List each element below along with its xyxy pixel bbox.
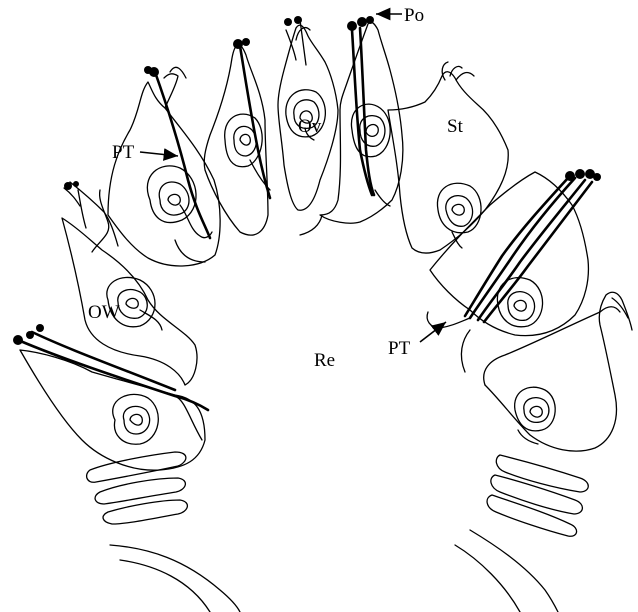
label-pt-left: PT: [112, 142, 178, 163]
bracts-right: [455, 455, 588, 612]
bracts-left: [87, 452, 240, 612]
ow-label: OW: [88, 302, 120, 323]
floret-right-lower: [484, 292, 632, 451]
floret-right: [427, 169, 601, 372]
ov-label: Ov: [298, 116, 322, 137]
po-label: Po: [404, 5, 424, 26]
floret-left-lower: [13, 324, 208, 470]
st-label: St: [447, 116, 464, 137]
label-po: Po: [376, 5, 424, 26]
floret-upper-right: [388, 62, 508, 253]
floret-top-center: [278, 16, 338, 210]
floret-top-left: [204, 38, 270, 235]
pt-left-arrow: [140, 152, 178, 156]
re-label: Re: [314, 350, 335, 371]
pt-left-label: PT: [112, 142, 135, 163]
floret-left-center: [108, 66, 220, 266]
pt-right-label: PT: [388, 338, 411, 359]
pt-right-arrow: [420, 322, 446, 342]
